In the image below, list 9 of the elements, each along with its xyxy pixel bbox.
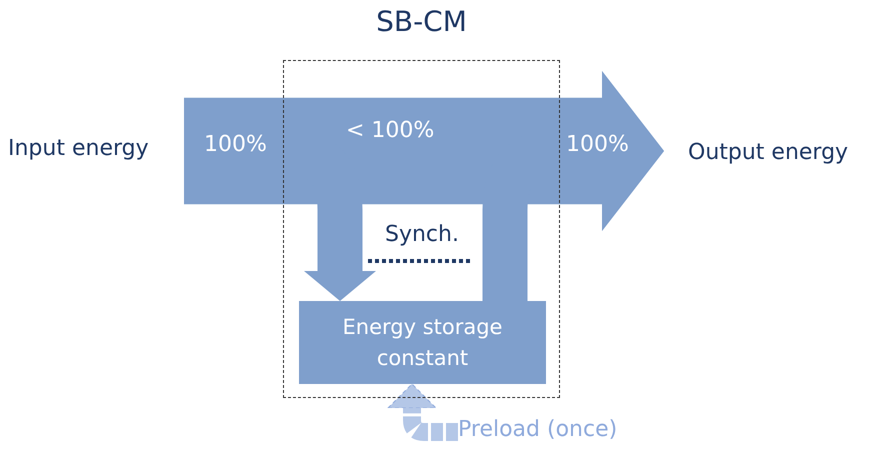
input-label: Input energy [8, 128, 184, 168]
storage-box: Energy storage constant [299, 301, 546, 384]
preload-label: Preload (once) [458, 410, 658, 448]
percent-label: 100% [204, 132, 267, 157]
output-label: Output energy [664, 132, 878, 172]
boundary-title: SB-CM [375, 5, 468, 38]
percent-label: < 100% [346, 118, 434, 143]
percent-label: 100% [566, 132, 629, 157]
sync-label: Synch. [385, 222, 459, 247]
